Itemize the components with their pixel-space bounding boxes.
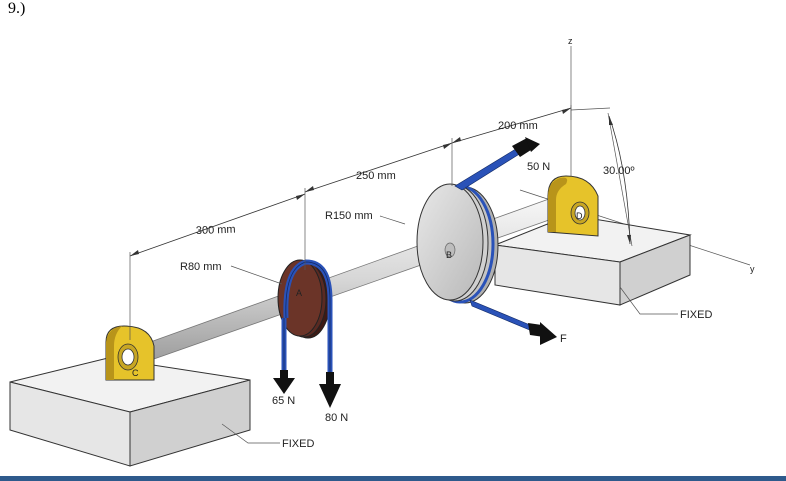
problem-number: 9.) [8,0,26,17]
footer-bar [0,476,786,481]
force-80n-label: 80 N [325,412,348,424]
bearing-c [105,325,155,381]
y-axis-label: y [750,264,755,274]
dim-250-label: 250 mm [356,170,396,182]
dimension-lines [129,105,678,444]
belt-a-outline [283,261,331,372]
fixed-right-label: FIXED [680,309,712,321]
pulley-b [416,183,499,304]
angle-label: 30.00º [603,165,635,177]
label-c: C [132,368,139,378]
arrow-50n [512,137,540,157]
label-d: D [576,211,583,221]
arrow-65n [273,370,295,394]
force-50n-label: 50 N [527,161,550,173]
fixed-left-label: FIXED [282,438,314,450]
dim-300-label: 300 mm [196,224,236,237]
arrow-80n [319,372,341,408]
bearing-d [547,175,599,237]
z-axis-label: z [568,36,573,46]
left-fixed-block [9,357,251,467]
force-65n-label: 65 N [272,395,295,407]
right-fixed-block [493,214,692,306]
force-f-label: F [560,333,567,345]
label-b: B [446,250,452,260]
radius-a-label: R80 mm [180,261,222,273]
dim-200-label: 200 mm [498,120,538,132]
arrow-f [528,322,557,345]
label-a: A [296,288,302,298]
radius-b-label: R150 mm [325,210,373,222]
